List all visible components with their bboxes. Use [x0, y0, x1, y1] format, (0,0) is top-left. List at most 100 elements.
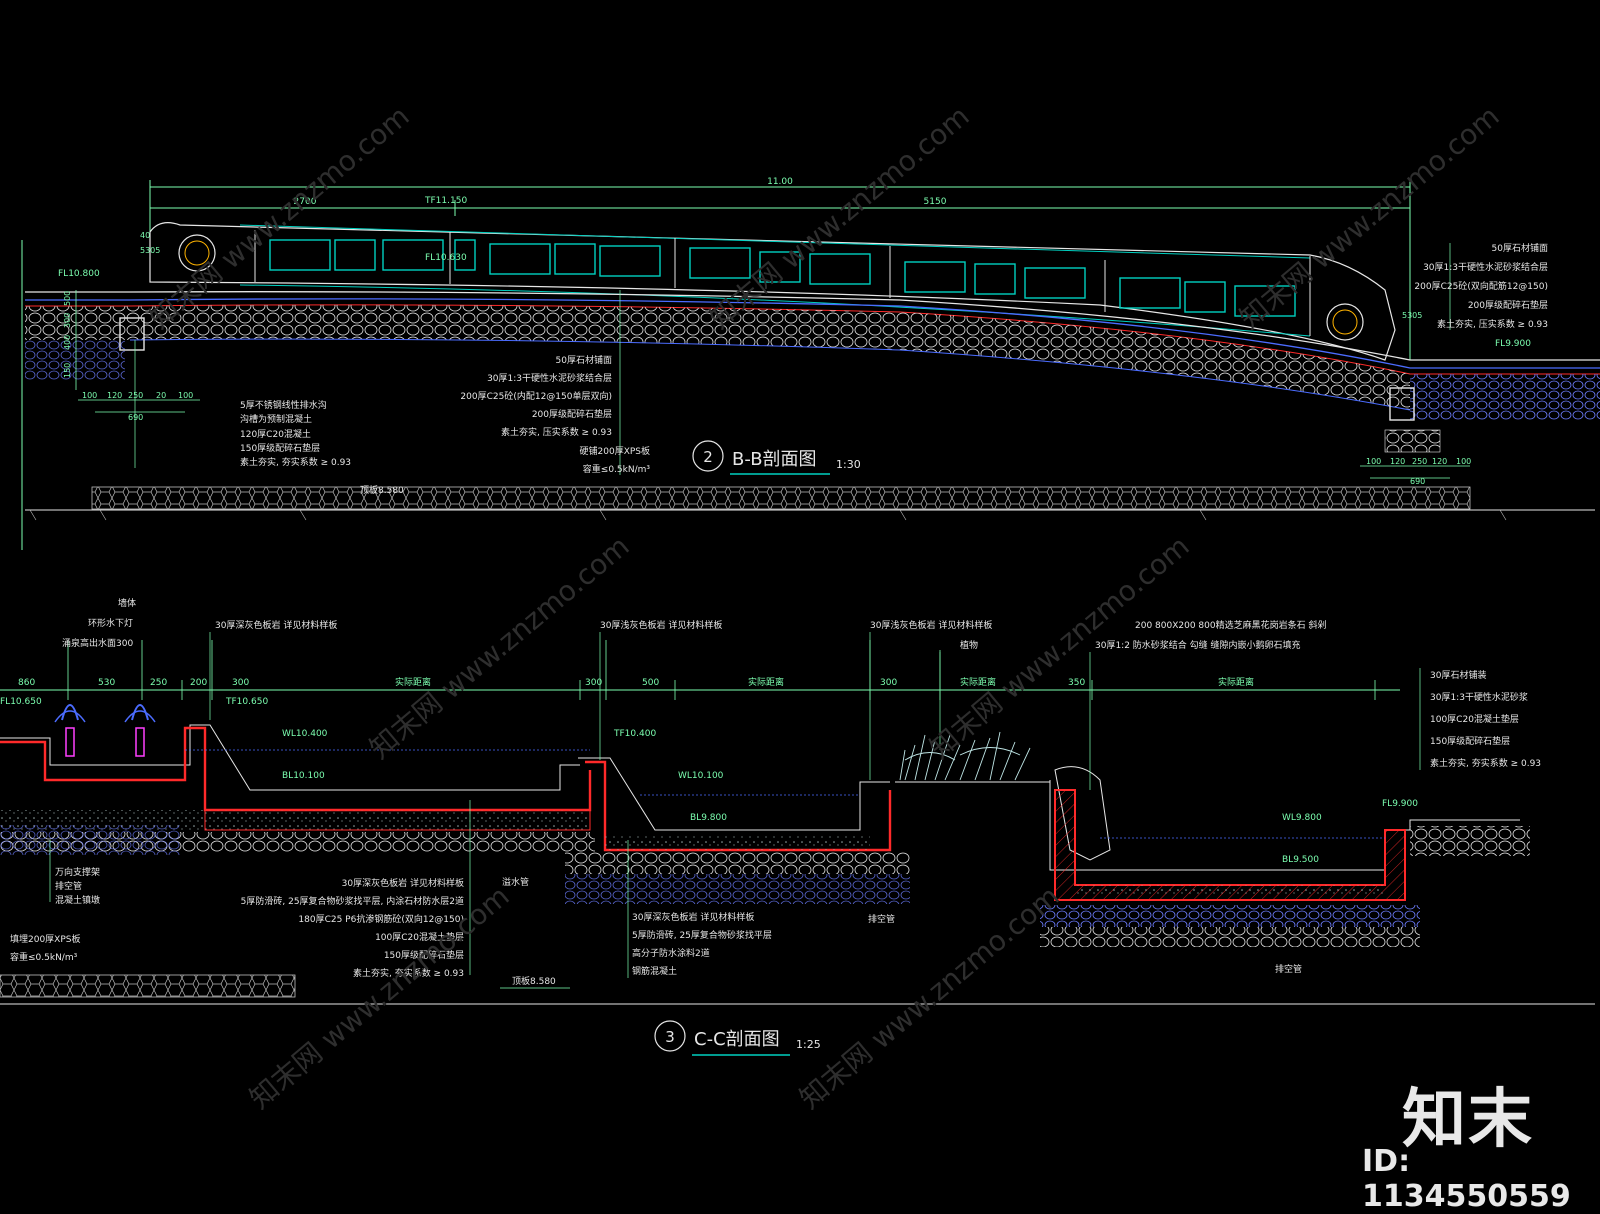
cc-dim-7: 500: [642, 678, 659, 688]
cc-note-bm-3: 100厚C20混凝土垫层: [375, 931, 464, 943]
bb-elev-left: FL10.800: [58, 269, 100, 279]
bb-note-mid-6: 容重≤0.5kN/m³: [583, 463, 651, 475]
cc-elev-9: FL9.900: [1382, 799, 1418, 809]
cc-elev-5: WL10.100: [678, 771, 724, 781]
bb-elev-base: 顶板8.580: [360, 484, 404, 496]
cc-dim-3: 200: [190, 678, 207, 688]
bb-note-left-0: 5厚不锈钢线性排水沟: [240, 399, 327, 411]
bb-dim-total: 11.00: [767, 177, 793, 187]
cc-elev-8: BL9.500: [1282, 855, 1319, 865]
cc-dim-5: 实际距离: [395, 676, 431, 688]
bb-vdim-0: 500: [63, 291, 72, 306]
cc-dim-12: 实际距离: [1218, 676, 1254, 688]
bb-left-dim-2: 250: [128, 391, 143, 400]
cc-note-bl-4: 容重≤0.5kN/m³: [10, 951, 78, 963]
bb-note-right-0: 50厚石材铺面: [1492, 242, 1548, 254]
cc-top-label-1: 环形水下灯: [88, 617, 133, 629]
cc-title-circle: [654, 1020, 686, 1052]
cc-pipe-0: 溢水管: [502, 876, 529, 888]
bb-dim-left: 2700: [294, 197, 317, 207]
bb-vdim-1: 300: [63, 313, 72, 328]
bb-elev-deck: FL10.630: [425, 253, 467, 263]
bb-left-dim-1: 120: [107, 391, 122, 400]
drain-left: [119, 317, 145, 351]
cc-elev-4: TF10.400: [613, 729, 656, 739]
cc-top-label-0: 墙体: [118, 597, 136, 609]
bb-note-mid-3: 200厚级配碎石垫层: [532, 408, 612, 420]
cc-top-label-6: 植物: [960, 639, 978, 651]
bb-title: B-B剖面图: [732, 449, 817, 470]
cc-title-scale: 1:25: [796, 1038, 821, 1051]
bb-note-right-4: 素土夯实, 压实系数 ≥ 0.93: [1437, 318, 1548, 330]
bb-left-dim-4: 100: [178, 391, 193, 400]
bb-mark-left: 5305: [140, 246, 160, 255]
cc-note-right-2: 100厚C20混凝土垫层: [1430, 713, 1519, 725]
fountain-1: [54, 704, 86, 757]
cc-note-bm-2: 180厚C25 P6抗渗钢筋砼(双向12@150): [298, 913, 464, 925]
bb-note-mid-1: 30厚1:3干硬性水泥砂浆结合层: [487, 372, 612, 384]
cc-note-bl-3: 填埋200厚XPS板: [10, 933, 80, 945]
cc-top-label-5: 30厚浅灰色板岩 详见材料样板: [870, 619, 992, 631]
cc-dim-2: 250: [150, 678, 167, 688]
cc-dim-8: 实际距离: [748, 676, 784, 688]
bb-right-dim-4: 100: [1456, 457, 1471, 466]
watermark-2: 知末网 www.znzmo.com: [703, 99, 975, 335]
bb-title-scale: 1:30: [836, 458, 861, 471]
bb-base-slab: [91, 486, 1471, 510]
bb-vdim-3: 150: [63, 363, 72, 378]
bb-note-mid-5: 硬铺200厚XPS板: [580, 445, 650, 457]
cc-note-right-3: 150厚级配碎石垫层: [1430, 735, 1510, 747]
watermarks: 知末网 www.znzmo.com 知末网 www.znzmo.com 知末网 …: [143, 99, 1505, 1115]
cc-elev-1: TF10.650: [225, 697, 268, 707]
parapet-posts: [254, 230, 1311, 336]
cc-elev-6: BL9.800: [690, 813, 727, 823]
watermark-7: 知末网 www.znzmo.com: [793, 879, 1065, 1115]
cc-top-label-3: 30厚深灰色板岩 详见材料样板: [215, 619, 337, 631]
cc-top-label-8: 30厚1:2 防水砂浆结合 勾缝 缝隙内嵌小鹅卵石填充: [1095, 639, 1301, 651]
bb-mark-post: 40: [140, 231, 150, 240]
cc-elev-2: WL10.400: [282, 729, 328, 739]
cc-title: C-C剖面图: [694, 1029, 780, 1050]
cc-note-right-0: 30厚石材铺装: [1430, 669, 1486, 681]
plants: [899, 731, 1031, 781]
bb-right-dim-3: 120: [1432, 457, 1447, 466]
brand-logo: 知末: [1402, 1083, 1534, 1157]
bb-left-dim-0: 100: [82, 391, 97, 400]
cc-note-bm2-1: 5厚防滑砖, 25厚复合物砂浆找平层: [632, 929, 772, 941]
cc-dim-11: 350: [1068, 678, 1085, 688]
cc-note-right-1: 30厚1:3干硬性水泥砂浆: [1430, 691, 1528, 703]
bb-note-left-1: 沟槽为预制混凝土: [240, 413, 312, 425]
bb-note-mid-0: 50厚石材铺面: [556, 354, 612, 366]
bb-note-right-1: 30厚1:3干硬性水泥砂浆结合层: [1423, 261, 1548, 273]
cc-elev-10: 顶板8.580: [512, 975, 556, 987]
bb-note-left-2: 120厚C20混凝土: [240, 428, 311, 440]
cc-dim-9: 300: [880, 678, 897, 688]
bb-note-right-2: 200厚C25砼(双向配筋12@150): [1414, 280, 1548, 292]
bb-elev-right: FL9.900: [1495, 339, 1531, 349]
bb-title-circle: [692, 440, 724, 472]
cc-note-bm-5: 素土夯实, 夯实系数 ≥ 0.93: [353, 967, 464, 979]
bb-title-number: 2: [703, 448, 713, 466]
cc-note-bm2-3: 钢筋混凝土: [632, 965, 677, 977]
section-bb: 11.00 2700 5150: [21, 177, 1600, 550]
bb-left-dim-3: 20: [156, 391, 166, 400]
bb-note-mid-2: 200厚C25砼(内配12@150单层双向): [460, 390, 612, 402]
cc-elev-0: FL10.650: [0, 697, 42, 707]
bb-elev-top: TF11.150: [424, 196, 467, 206]
bb-right-dim-total: 690: [1410, 477, 1425, 486]
bb-dim-right: 5150: [924, 197, 947, 207]
cc-note-right-4: 素土夯实, 夯实系数 ≥ 0.93: [1430, 757, 1541, 769]
bb-mark-right: 5305: [1402, 311, 1422, 320]
cc-elev-7: WL9.800: [1282, 813, 1322, 823]
cc-dim-6: 300: [585, 678, 602, 688]
cc-note-bm2-2: 高分子防水涂料2道: [632, 947, 710, 959]
cc-dim-0: 860: [18, 678, 35, 688]
bb-right-dim-0: 100: [1366, 457, 1381, 466]
fountain-2: [124, 704, 156, 757]
cc-note-bl-2: 混凝土镇墩: [55, 894, 100, 906]
cc-top-label-4: 30厚浅灰色板岩 详见材料样板: [600, 619, 722, 631]
parapet-panels: [269, 239, 1296, 317]
cc-top-label-7: 200 800X200 800精选芝麻黑花岗岩条石 斜剁: [1135, 619, 1326, 631]
